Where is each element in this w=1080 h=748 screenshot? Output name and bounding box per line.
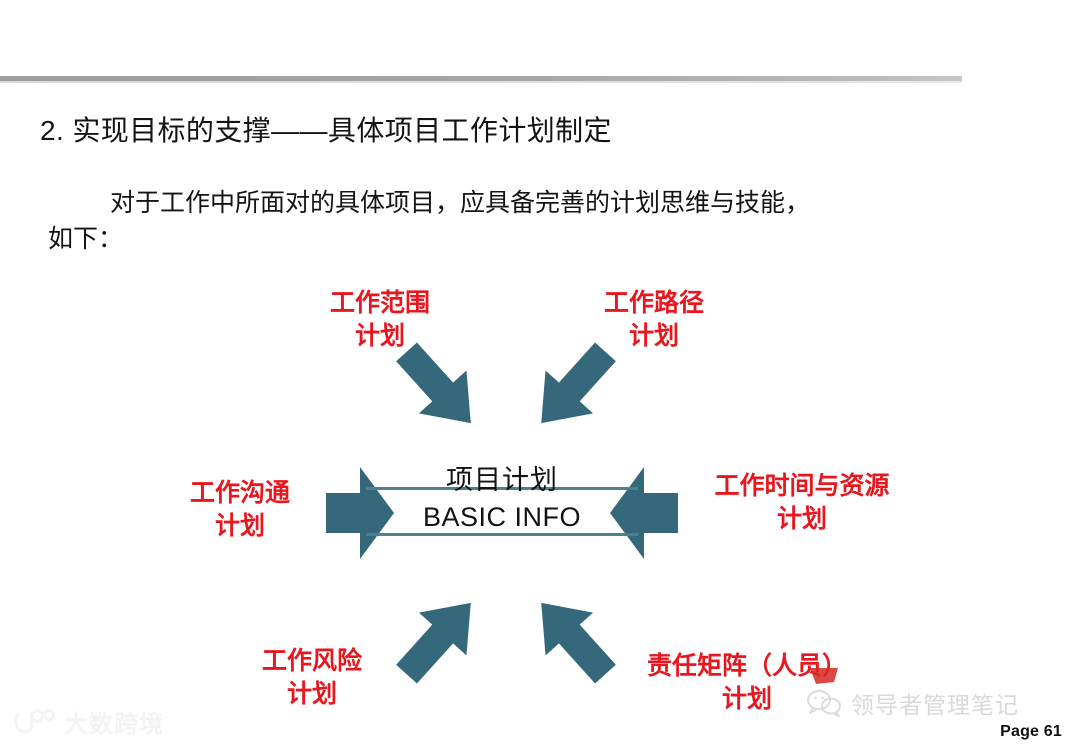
arrow-left-icon [326,467,394,559]
center-title-cn: 项目计划 [446,465,558,495]
label-work-scope-plan: 工作范围 计划 [292,287,468,353]
label-work-time-resource-plan-line1: 工作时间与资源 [714,472,890,500]
watermark-left-text: 大数跨境 [64,711,164,738]
label-work-communication-plan-line2: 计划 [214,512,265,540]
project-plan-diagram: 工作范围 计划 工作路径 计划 工作沟通 计划 工作时间与资源 计划 工作风险 … [0,265,1080,735]
body-paragraph: 对于工作中所面对的具体项目，应具备完善的计划思维与技能， 如下： [48,186,948,257]
label-work-communication-plan-line1: 工作沟通 [189,479,290,507]
page-number: Page 61 [1000,723,1062,740]
center-line-top [366,487,638,490]
page-title: 2. 实现目标的支撑——具体项目工作计划制定 [40,115,612,146]
center-title-en: BASIC INFO [422,502,582,533]
body-line-2: 如下： [48,224,124,253]
arrow-bottom-left-icon [396,602,471,684]
dashujingjing-logo-icon [14,708,55,734]
center-project-plan-block: 项目计划 BASIC INFO [322,460,682,565]
partial-red-mark-icon [810,668,838,684]
label-work-risk-plan: 工作风险 计划 [224,645,400,711]
label-work-risk-plan-line1: 工作风险 [261,647,362,675]
arrow-top-right-icon [541,342,616,424]
arrow-top-left-icon [396,342,471,424]
label-work-scope-plan-line1: 工作范围 [329,289,430,317]
header-rule [0,76,962,81]
label-work-scope-plan-line2: 计划 [354,322,405,350]
watermark-right: 领导者管理笔记 [806,686,1019,720]
label-work-time-resource-plan-line2: 计划 [776,505,827,533]
watermark-right-text: 领导者管理笔记 [851,692,1019,718]
label-responsibility-matrix-plan-line2: 计划 [721,685,772,713]
watermark-left: 大数跨境 [14,704,164,739]
wechat-icon [807,690,841,717]
center-project-plan-text: 项目计划 BASIC INFO [322,462,682,537]
arrow-bottom-right-icon [541,602,616,684]
center-line-bottom [366,533,638,536]
label-work-path-plan-line1: 工作路径 [603,289,704,317]
label-work-path-plan-line2: 计划 [628,322,679,350]
label-work-communication-plan: 工作沟通 计划 [152,477,328,543]
arrow-right-icon [610,467,678,559]
label-work-path-plan: 工作路径 计划 [566,287,742,353]
label-work-time-resource-plan: 工作时间与资源 计划 [692,470,912,536]
header-rule-shadow [0,81,962,83]
body-line-1: 对于工作中所面对的具体项目，应具备完善的计划思维与技能， [110,189,811,217]
label-work-risk-plan-line2: 计划 [286,680,337,708]
